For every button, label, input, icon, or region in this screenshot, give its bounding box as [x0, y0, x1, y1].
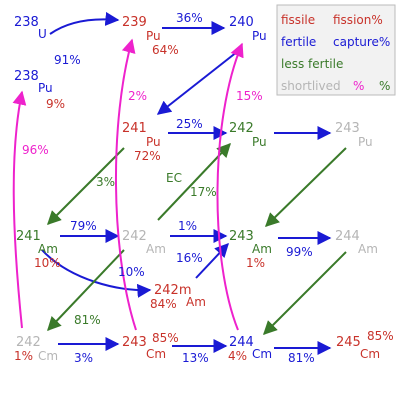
arrow-pu240-to-pu241: [156, 47, 243, 115]
pu243-mass: 243: [335, 121, 360, 136]
pu242-mass: 242: [229, 121, 254, 136]
am244-mass: 244: [335, 229, 360, 244]
cm242-fission-pct: 1%: [14, 349, 33, 363]
legend-pct-magenta: %: [353, 79, 364, 93]
arrow-u238-to-pu239: [49, 11, 120, 35]
nuclide-pu242: 242 Pu: [229, 121, 267, 149]
pu241-fission-pct: 72%: [134, 149, 161, 163]
arrow-cm244-to-pu240: [216, 42, 244, 331]
cm244-fission-pct: 4%: [228, 349, 247, 363]
arrow-pu241-to-am241: [47, 147, 125, 225]
cm242-symbol: Cm: [38, 349, 58, 363]
nuclide-am242: 242 Am: [122, 229, 166, 256]
pu238-symbol: Pu: [38, 81, 53, 95]
label-am242-am243: 1%: [178, 219, 197, 233]
pu240-symbol: Pu: [252, 29, 267, 43]
label-am242m-am243: 16%: [176, 251, 203, 265]
label-am242-pu242: 17%: [190, 185, 217, 199]
pu243-symbol: Pu: [358, 135, 373, 149]
nuclide-pu241: 241 Pu 72%: [122, 121, 161, 163]
cm243-fission-pct: 85%: [152, 331, 179, 345]
am242m-fission-pct: 84%: [150, 297, 177, 311]
label-pu239-cm: 15%: [236, 89, 263, 103]
legend-less-fertile: less fertile: [281, 57, 343, 71]
pu238-fission-pct: 9%: [46, 97, 65, 111]
pu239-symbol: Pu: [146, 29, 161, 43]
am243-mass: 243: [229, 229, 254, 244]
legend-capture: capture%: [333, 35, 390, 49]
arrow-am241-to-am242m: [41, 249, 152, 298]
u238-symbol: U: [38, 27, 47, 41]
pu241-symbol: Pu: [146, 135, 161, 149]
legend-box: [276, 4, 396, 96]
pu242-symbol: Pu: [252, 135, 267, 149]
label-cm244-cm245: 81%: [288, 351, 315, 365]
label-cm242-cm243: 3%: [74, 351, 93, 365]
legend-fissile: fissile: [281, 13, 315, 27]
nuclide-am244: 244 Am: [335, 229, 378, 256]
am242-mass: 242: [122, 229, 147, 244]
am243-fission-pct: 1%: [246, 256, 265, 270]
am241-symbol: Am: [38, 242, 58, 256]
legend-fission: fission%: [333, 13, 383, 27]
label-am241-am242m: 10%: [118, 265, 145, 279]
am244-symbol: Am: [358, 242, 378, 256]
am241-fission-pct: 10%: [34, 256, 61, 270]
nuclide-cm244: 244 Cm 4%: [228, 335, 272, 363]
am242-symbol: Am: [146, 242, 166, 256]
legend-pct-green: %: [379, 79, 390, 93]
am243-symbol: Am: [252, 242, 272, 256]
legend-shortlived: shortlived: [281, 79, 341, 93]
cm242-mass: 242: [16, 335, 41, 350]
label-ec: EC: [166, 171, 182, 185]
cm244-mass: 244: [229, 335, 254, 350]
u238-mass: 238: [14, 15, 39, 30]
label-pu238-cm242: 96%: [22, 143, 49, 157]
pu239-mass: 239: [122, 15, 147, 30]
nuclide-pu240: 240 Pu: [229, 15, 267, 43]
pu239-fission-pct: 64%: [152, 43, 179, 57]
nuclide-cm242: 242 Cm 1%: [14, 335, 58, 363]
arrow-pu243-to-am243: [264, 147, 347, 227]
nuclide-am242m: 242m Am 84%: [150, 283, 206, 311]
arrow-cm242-to-pu238: [12, 90, 27, 329]
arrow-am242-to-cm242: [47, 249, 125, 332]
label-u238-pu238: 91%: [54, 53, 81, 67]
cm245-fission-pct: 85%: [367, 329, 394, 343]
label-am242-cm242: 81%: [74, 313, 101, 327]
label-cm243-cm244: 13%: [182, 351, 209, 365]
label-am243-am244: 99%: [286, 245, 313, 259]
nuclide-pu239: 239 Pu 64%: [122, 15, 179, 57]
cm243-mass: 243: [122, 335, 147, 350]
nuclide-pu243: 243 Pu: [335, 121, 373, 149]
am241-mass: 241: [16, 229, 41, 244]
pu241-mass: 241: [122, 121, 147, 136]
nuclide-cm245: 245 Cm 85%: [336, 329, 394, 361]
legend-fertile: fertile: [281, 35, 316, 49]
cm245-symbol: Cm: [360, 347, 380, 361]
label-pu240-pu241: 2%: [128, 89, 147, 103]
pu240-mass: 240: [229, 15, 254, 30]
cm245-mass: 245: [336, 335, 361, 350]
nuclide-am241: 241 Am 10%: [16, 229, 61, 270]
nuclide-u238: 238 U: [14, 15, 47, 41]
nuclide-pu238: 238 Pu 9%: [14, 69, 65, 111]
label-u238-pu239: 36%: [176, 11, 203, 25]
arrow-cm243-to-pu239: [115, 38, 137, 331]
cm243-symbol: Cm: [146, 347, 166, 361]
nuclide-cm243: 243 Cm 85%: [122, 331, 179, 361]
cm244-symbol: Cm: [252, 347, 272, 361]
pu238-mass: 238: [14, 69, 39, 84]
label-pu241-pu242: 25%: [176, 117, 203, 131]
nuclide-am243: 243 Am 1%: [229, 229, 272, 270]
label-am241-am242: 79%: [70, 219, 97, 233]
arrow-am242m-to-am243: [195, 242, 229, 279]
am242m-symbol: Am: [186, 295, 206, 309]
arrow-am244-to-cm244: [263, 251, 347, 335]
am242m-mass: 242m: [154, 283, 191, 298]
label-pu241-am241: 3%: [96, 175, 115, 189]
